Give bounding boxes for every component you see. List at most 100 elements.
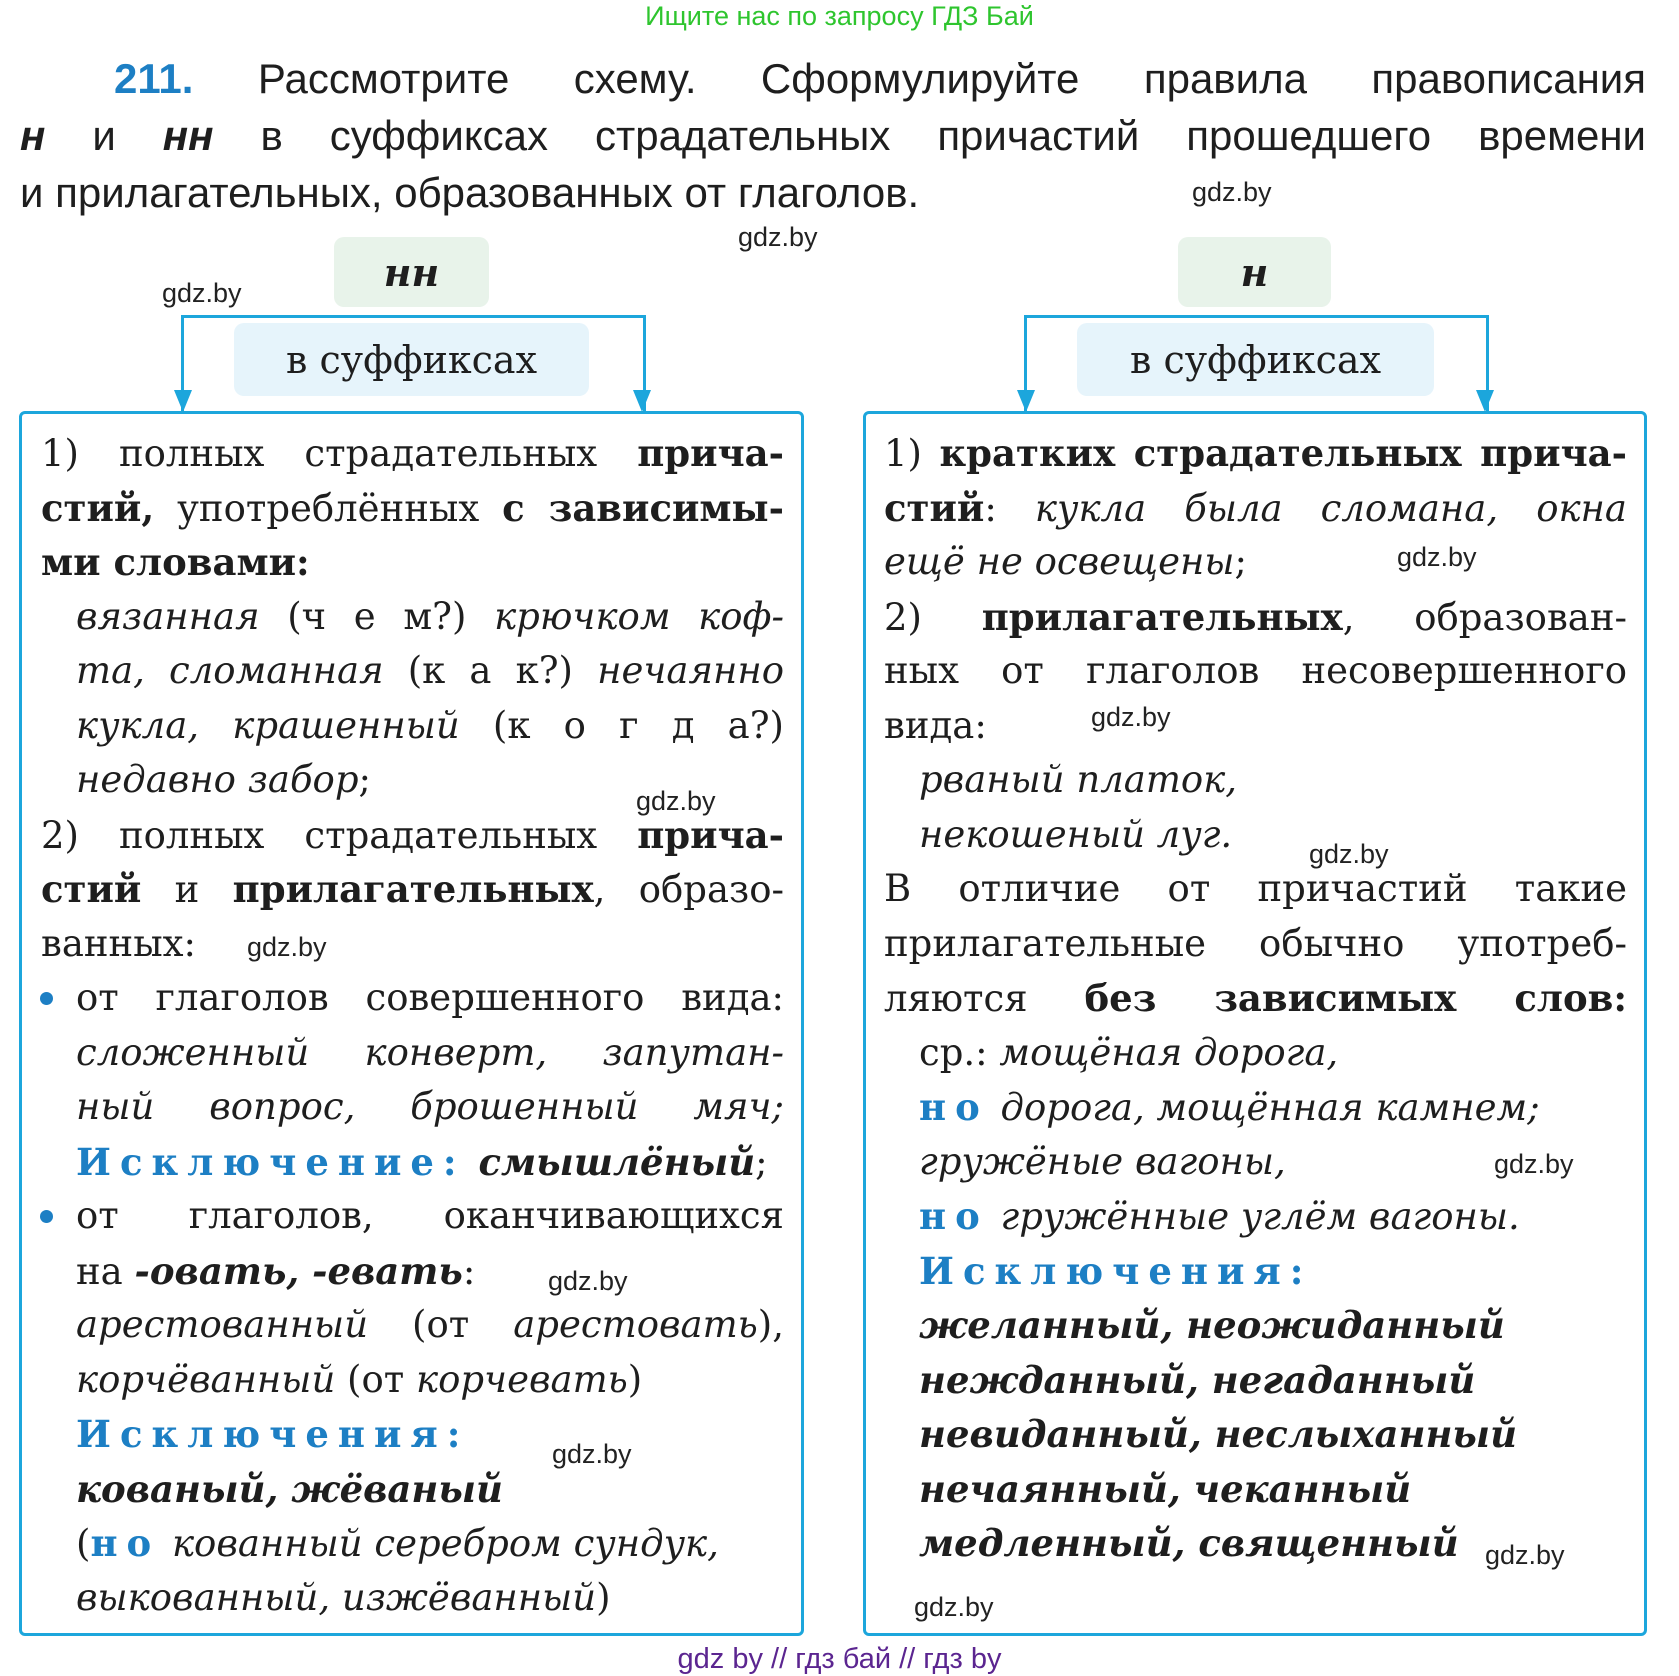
text-segment: арестовать (513, 1303, 758, 1346)
n-rule-line: ещё не освещены; (884, 535, 1247, 589)
nn-rule-line: 2) полных страдательных прича- (41, 808, 784, 862)
text-segment: стий (884, 485, 985, 530)
nn-rule-line: сложенный конверт, запутан- (76, 1026, 784, 1080)
text-segment: кратких страдательных прича- (939, 431, 1627, 475)
task-statement: 211. Рассмотрите схему. Сформулируйте пр… (20, 50, 1646, 221)
text-segment: медленный, священный (919, 1521, 1459, 1565)
text-segment: ных от глаголов несовершенного (884, 649, 1627, 692)
text-segment: , образо- (593, 868, 785, 911)
text-segment: -овать, -евать (134, 1248, 463, 1293)
task-and: и (92, 112, 116, 159)
text-segment: (к о г д а?) (492, 703, 784, 747)
left-suffix-label: в суффиксах (234, 323, 589, 396)
text-segment: В отличие от причастий такие (884, 867, 1627, 910)
watermark: gdz.by (1494, 1149, 1574, 1179)
nn-rule-line: кукла, крашенный (к о г д а?) (76, 699, 784, 753)
n-rule-line: но гружённые углём вагоны. (919, 1189, 1520, 1243)
arrow-down-icon (633, 390, 651, 412)
highlight-word: но (90, 1521, 161, 1565)
text-segment: и (141, 868, 233, 911)
text-segment: рваный платок, (919, 758, 1238, 801)
text-segment: (от (347, 1357, 416, 1401)
text-segment: прилагательные обычно употреб- (884, 921, 1627, 965)
text-segment: мощёная дорога, (999, 1030, 1339, 1074)
watermark: gdz.by (552, 1439, 632, 1469)
text-segment: прича- (637, 431, 784, 475)
text-segment: вязанная (76, 594, 288, 638)
text-segment: стий, (41, 485, 155, 530)
text-segment: недавно забор (76, 758, 359, 801)
task-n: н (20, 112, 46, 159)
n-rule-line: невиданный, неслыханный (919, 1407, 1517, 1461)
text-segment: нечаянно (597, 649, 784, 692)
text-segment: сложенный конверт, запутан- (76, 1030, 784, 1074)
text-segment: 1) полных страдательных (41, 432, 638, 475)
nn-rule-line: от глаголов, оканчивающихся (76, 1189, 784, 1243)
n-rule-line: стий: кукла была сломана, окна (884, 481, 1627, 535)
watermark: gdz.by (738, 222, 818, 252)
text-segment: : (462, 1249, 476, 1293)
text-segment: употреблённых (154, 486, 503, 530)
text-segment: ещё не освещены (884, 540, 1235, 583)
task-line: и прилагательных, образованных от глагол… (20, 169, 920, 216)
task-nn: нн (162, 112, 214, 159)
highlight-word: но (919, 1085, 989, 1129)
n-rule-line: вида: (884, 699, 987, 753)
task-number: 211. (114, 55, 194, 102)
text-segment: кукла была сломана, окна (1034, 486, 1627, 530)
nn-rule-line: стий и прилагательных, образо- (41, 862, 784, 916)
task-line: Рассмотрите схему. Сформулируйте правила… (257, 55, 1647, 102)
text-segment: выкованный, изжёванный (76, 1575, 597, 1619)
text-segment: ( (76, 1522, 91, 1565)
nn-rule-line: от глаголов совершенного вида: (76, 971, 784, 1025)
n-rule-line: медленный, священный (919, 1516, 1459, 1570)
nn-rule-line: вязанная (ч е м?) крючком коф- (76, 590, 784, 644)
highlight-word: Исключения: (919, 1248, 1313, 1293)
text-segment: на (76, 1249, 135, 1293)
nn-rule-line: ми словами: (41, 535, 310, 589)
nn-rules-box (19, 411, 804, 1636)
text-segment: (от (412, 1303, 514, 1346)
watermark: gdz.by (636, 786, 716, 816)
text-segment: невиданный, неслыханный (919, 1412, 1517, 1456)
text-segment: гружённые углём вагоны. (988, 1195, 1520, 1238)
nn-rule-line: арестованный (от арестовать), (76, 1298, 784, 1352)
text-segment: от глаголов совершенного вида: (76, 976, 784, 1019)
text-segment: без зависимых слов: (1084, 976, 1627, 1020)
nn-tag: нн (334, 237, 489, 307)
nn-rule-line: Исключение: смышлёный; (76, 1135, 768, 1189)
highlight-word: Исключение: (76, 1139, 466, 1184)
text-segment: некошеный луг. (919, 812, 1233, 856)
bullet-icon (40, 1210, 53, 1223)
text-segment: ванных: (41, 921, 196, 965)
task-line: в суффиксах страдательных причастий прош… (260, 112, 1646, 159)
text-segment: (ч е м?) (287, 594, 495, 638)
text-segment: дорога, мощённая камнем; (988, 1086, 1540, 1129)
footer-watermark: gdz by // гдз бай // гдз by (677, 1643, 1002, 1675)
text-segment: корчёванный (76, 1357, 348, 1401)
text-segment: смышлёный (465, 1139, 756, 1184)
text-segment: (к а к?) (407, 649, 598, 692)
search-banner: Ищите нас по запросу ГДЗ Бай (645, 1, 1034, 31)
text-segment: ляются (884, 977, 1085, 1020)
text-segment: кованный серебром сундук, (160, 1522, 719, 1565)
text-segment: прилагательных (981, 594, 1343, 639)
n-rule-line: ных от глаголов несовершенного (884, 644, 1627, 698)
text-segment: ный вопрос, брошенный мяч; (76, 1085, 784, 1128)
n-rule-line: желанный, неожиданный (919, 1298, 1505, 1352)
text-segment: гружёные вагоны, (919, 1139, 1286, 1183)
watermark: gdz.by (1397, 542, 1477, 572)
text-segment: прилагательных (232, 867, 594, 911)
watermark: gdz.by (247, 932, 327, 962)
n-rule-line: ляются без зависимых слов: (884, 971, 1627, 1025)
nn-rule-line: на -овать, -евать: (76, 1244, 475, 1298)
n-rule-line: 1) кратких страдательных прича- (884, 426, 1627, 480)
n-tag: н (1178, 237, 1331, 307)
text-segment: 2) полных страдательных (41, 813, 638, 857)
text-segment: кованый, жёваный (76, 1466, 503, 1511)
text-segment: ) (596, 1575, 611, 1619)
nn-rule-line: недавно забор; (76, 753, 371, 807)
nn-rule-line: выкованный, изжёванный) (76, 1571, 611, 1625)
n-rule-line: В отличие от причастий такие (884, 862, 1627, 916)
n-rules-box (863, 411, 1647, 1636)
